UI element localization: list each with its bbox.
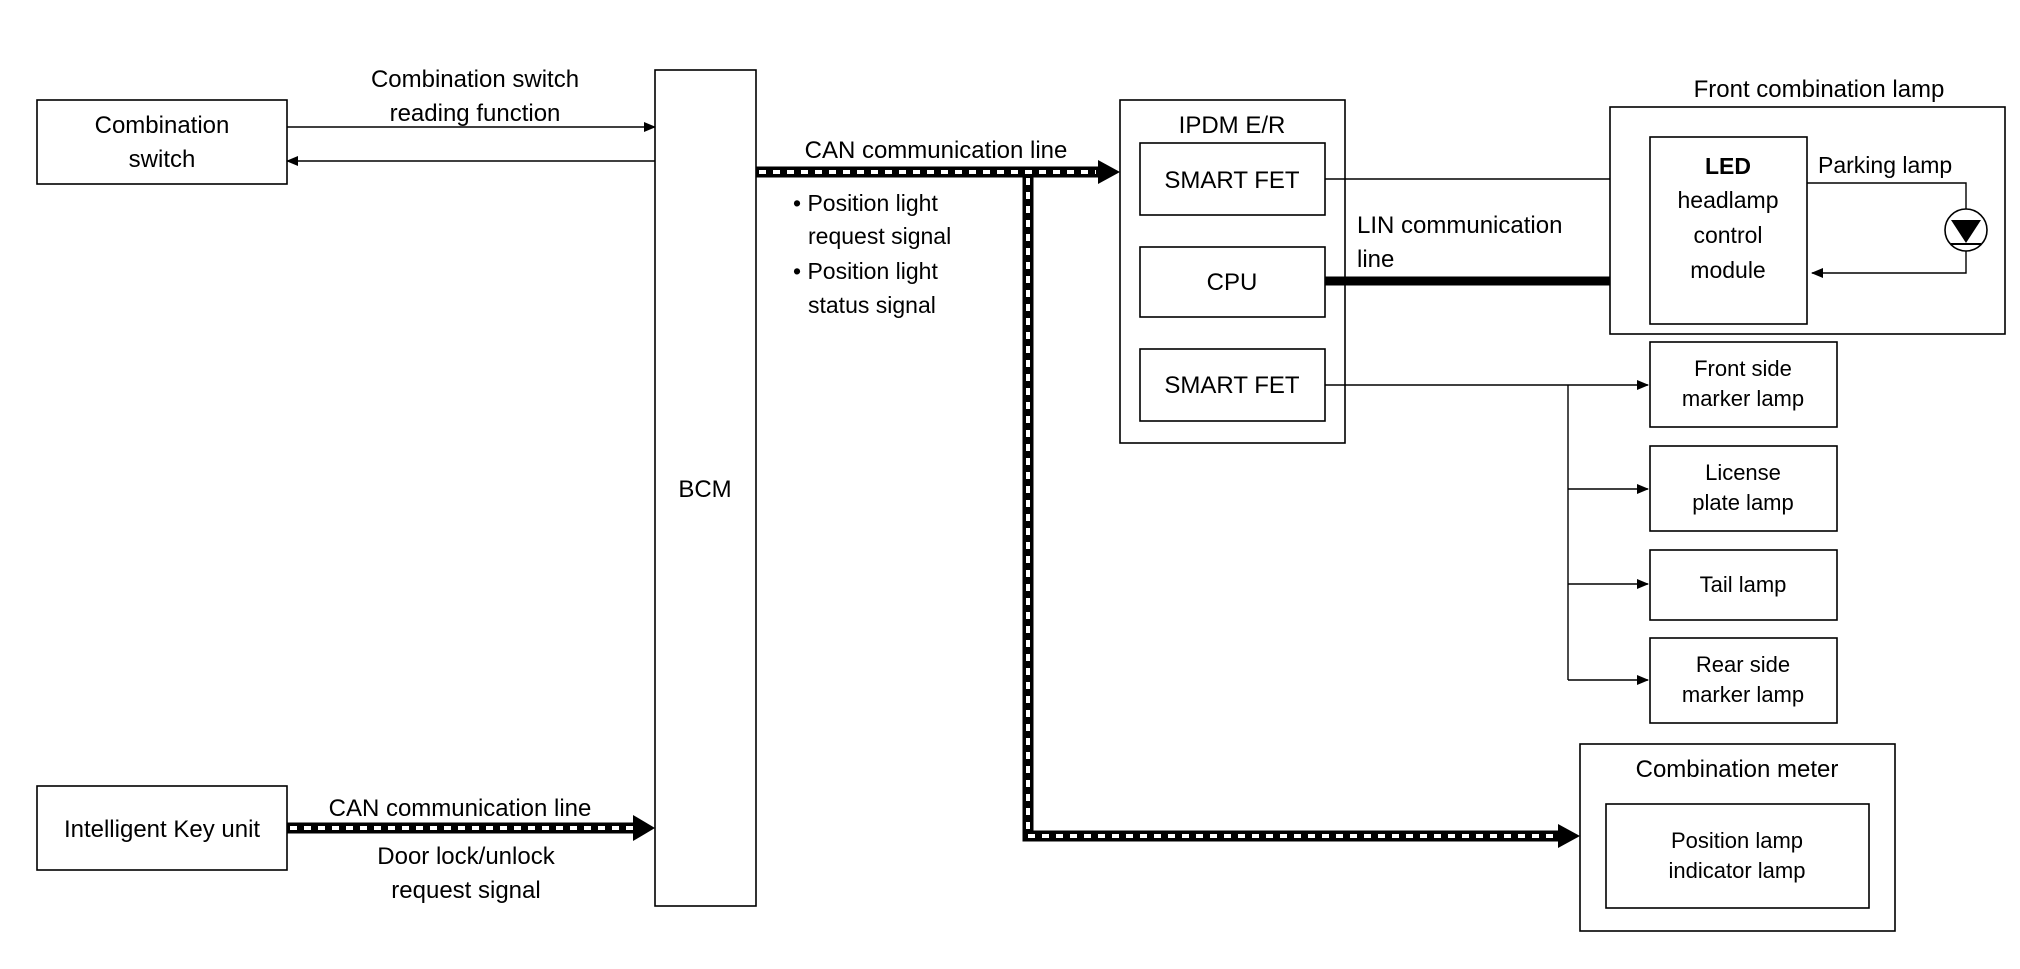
lin-line-label-2: line [1357, 246, 1394, 273]
can-line-top-label: CAN communication line [805, 137, 1068, 164]
parking-lamp-circuit [1807, 182, 1967, 210]
license-plate-lamp-box: License plate lamp [1649, 445, 1838, 532]
position-signal-label-2: request signal [808, 223, 951, 249]
combination-switch-label-1: Combination [95, 112, 230, 139]
combination-switch-box: Combination switch [36, 99, 288, 185]
combination-switch-label-2: switch [129, 146, 196, 173]
position-indicator-label-2: indicator lamp [1669, 858, 1806, 883]
can-arrowhead-ipdm [1098, 160, 1120, 184]
rear-side-marker-lamp-box: Rear side marker lamp [1649, 637, 1838, 724]
front-side-marker-lamp-box: Front side marker lamp [1649, 341, 1838, 428]
can-line-bottom-label: CAN communication line [329, 795, 592, 822]
lin-line-label-1: LIN communication [1357, 212, 1562, 239]
led-module-label-3: control [1693, 222, 1762, 248]
smart-fet-1-box [1139, 142, 1326, 216]
cpu-box [1139, 246, 1326, 318]
reading-function-label-1: Combination switch [371, 66, 579, 93]
smart-fet-2-box [1139, 348, 1326, 422]
led-module-label-2: headlamp [1677, 187, 1778, 213]
position-signal-label-4: status signal [808, 292, 936, 318]
smart-fet-2-label: SMART FET [1164, 372, 1299, 399]
combination-meter-title: Combination meter [1636, 756, 1839, 783]
ipdm-er-box: IPDM E/R SMART FET CPU SMART FET [1119, 99, 1346, 444]
led-module-box [1649, 136, 1808, 325]
tail-lamp-box: Tail lamp [1649, 549, 1838, 621]
bcm-label: BCM [678, 476, 731, 503]
led-module-label-1: LED [1705, 153, 1751, 179]
intelligent-key-unit-box: Intelligent Key unit [36, 785, 288, 871]
door-lock-label-1: Door lock/unlock [377, 843, 555, 870]
cpu-label: CPU [1207, 269, 1258, 296]
led-module-label-4: module [1690, 257, 1765, 283]
license-plate-label-2: plate lamp [1692, 490, 1794, 515]
can-arrowhead-meter [1558, 824, 1580, 848]
rear-side-marker-label-2: marker lamp [1682, 682, 1804, 707]
front-combination-lamp-box: Front combination lamp LED headlamp cont… [1609, 76, 2006, 335]
parking-lamp-label: Parking lamp [1818, 152, 1952, 178]
front-combination-lamp-title: Front combination lamp [1694, 76, 1945, 103]
intelligent-key-label: Intelligent Key unit [64, 816, 260, 843]
bcm-box: BCM [654, 69, 757, 907]
smart-fet-1-label: SMART FET [1164, 167, 1299, 194]
ipdm-title: IPDM E/R [1179, 112, 1286, 139]
led-diode-icon [1944, 208, 1988, 252]
rear-side-marker-label-1: Rear side [1696, 652, 1790, 677]
front-side-marker-label-1: Front side [1694, 356, 1792, 381]
parking-lamp-return [1811, 250, 1967, 278]
position-indicator-box [1605, 803, 1870, 909]
door-lock-label-2: request signal [391, 877, 540, 904]
position-indicator-label-1: Position lamp [1671, 828, 1803, 853]
front-side-marker-label-2: marker lamp [1682, 386, 1804, 411]
reading-function-label-2: reading function [390, 100, 561, 127]
position-signal-label-3: • Position light [793, 258, 938, 284]
can-arrowhead-bcm [633, 815, 655, 841]
combination-meter-box: Combination meter Position lamp indicato… [1579, 743, 1896, 932]
position-signal-label-1: • Position light [793, 190, 938, 216]
tail-lamp-label: Tail lamp [1700, 572, 1787, 597]
license-plate-label-1: License [1705, 460, 1781, 485]
